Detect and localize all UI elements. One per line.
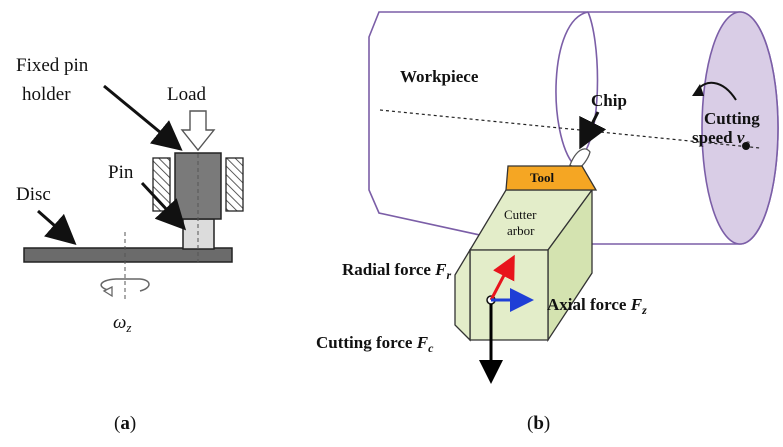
radial-force-arrow (489, 254, 515, 301)
tool (505, 165, 598, 191)
cutter-label-2: arbor (507, 223, 535, 238)
caption-b: (b) (527, 413, 550, 434)
load-arrow-icon (180, 110, 216, 152)
chip-label: Chip (591, 91, 627, 110)
workpiece-end-face (701, 11, 779, 245)
fixed-pin-label: Fixed pin (16, 55, 89, 76)
caption-a: (a) (114, 413, 136, 434)
workpiece-axis (379, 109, 761, 149)
load-label: Load (167, 84, 207, 105)
panel-b: Workpiece Chip Cutting speed vc Tool Cut… (316, 11, 779, 434)
tool-label: Tool (530, 170, 554, 185)
omega-label: ωz (113, 312, 131, 335)
disc (23, 247, 233, 263)
cutting-speed-arrowhead-icon (692, 84, 704, 96)
chip-leader-arrow (579, 111, 607, 150)
disc-leader-arrow (37, 209, 77, 245)
workpiece-center (742, 142, 750, 150)
disc-label: Disc (16, 184, 51, 205)
pin-leader-arrow (140, 181, 187, 231)
radial-force-label: Radial force Fr (342, 260, 452, 282)
holder-leader-arrow (103, 84, 183, 151)
cutting-speed-label-2: speed vc (692, 128, 750, 150)
axial-force-label: Axial force Fz (547, 295, 647, 317)
workpiece-label: Workpiece (400, 67, 479, 86)
cutter-label-1: Cutter (504, 207, 537, 222)
cutting-force-label: Cutting force Fc (316, 333, 434, 355)
panel-a: Fixed pin holder Load Pin Disc ωz (a) (16, 55, 244, 434)
holder-label: holder (22, 84, 71, 105)
cutting-speed-label-1: Cutting (704, 109, 760, 128)
rotation-arrow-icon (100, 278, 150, 298)
fixture-right (225, 157, 244, 212)
pin-label: Pin (108, 162, 134, 183)
arbor-left (454, 247, 471, 342)
